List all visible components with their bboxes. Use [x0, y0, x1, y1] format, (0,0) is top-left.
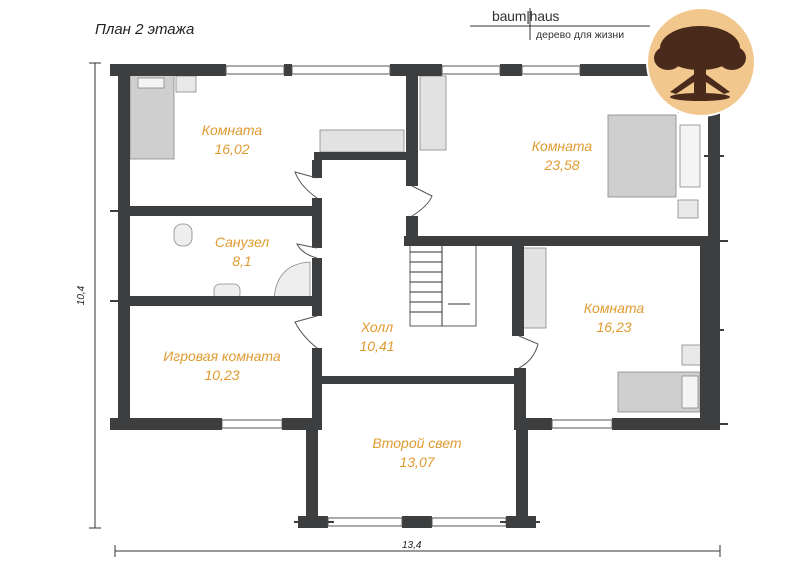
nightstand-room-1 — [175, 75, 197, 93]
bed-room-1 — [129, 74, 175, 160]
room-label-bathroom: Санузел 8,1 — [215, 233, 269, 271]
room-name: Игровая комната — [163, 348, 281, 364]
wardrobe-top — [419, 75, 447, 151]
room-name: Второй свет — [372, 435, 462, 451]
tree-icon — [646, 7, 756, 117]
room-label-playroom: Игровая комната 10,23 — [163, 347, 280, 385]
pillow-room-2 — [679, 124, 701, 188]
room-area: 16,02 — [214, 141, 250, 157]
windows — [221, 65, 613, 527]
width-dimension-label: 13,4 — [402, 540, 422, 551]
brand-slogan: дерево для жизни — [536, 29, 625, 41]
room-area: 13,07 — [399, 454, 435, 470]
window-top-3 — [441, 65, 501, 75]
room-area: 8,1 — [232, 253, 252, 269]
brand-name: baum|haus — [492, 8, 560, 24]
room-name: Санузел — [214, 234, 270, 250]
window-top-2 — [291, 65, 391, 75]
furniture — [129, 74, 703, 413]
room-name: Холл — [360, 319, 394, 335]
window-top-4 — [521, 65, 581, 75]
pillow-room-3 — [681, 375, 699, 409]
room-label-bedroom-1: Комната 16,02 — [202, 121, 262, 159]
height-dimension-line — [89, 62, 101, 529]
wardrobe-room-3 — [521, 247, 547, 329]
window-bottom-left — [221, 419, 283, 429]
height-dimension-label: 10,4 — [76, 285, 88, 306]
bed-room-2 — [607, 114, 677, 198]
window-bottom-right — [551, 419, 613, 429]
plan-title: План 2 этажа — [95, 21, 195, 38]
nightstand-room-2b — [677, 199, 699, 219]
staircase — [409, 241, 477, 327]
room-name: Комната — [531, 138, 593, 154]
room-label-bedroom-3: Комната 16,23 — [584, 299, 644, 337]
room-area: 23,58 — [544, 157, 580, 173]
window-second-light-1 — [327, 517, 403, 527]
room-area: 16,23 — [596, 319, 632, 335]
window-second-light-2 — [431, 517, 507, 527]
toilet — [173, 223, 193, 247]
width-dimension-line — [114, 545, 721, 557]
window-top-1 — [225, 65, 285, 75]
room-label-bedroom-2: Комната 23,58 — [532, 137, 592, 175]
room-area: 10,41 — [359, 338, 395, 354]
room-label-second-light: Второй свет 13,07 — [372, 434, 461, 472]
brand-lines — [470, 8, 650, 40]
room-name: Комната — [583, 300, 645, 316]
room-label-hall: Холл 10,41 — [359, 318, 394, 356]
wardrobe-hall — [319, 129, 405, 153]
room-name: Комната — [201, 122, 263, 138]
shower — [273, 261, 311, 301]
room-area: 10,23 — [204, 367, 240, 383]
pillow-room-1 — [137, 77, 165, 89]
doors — [294, 171, 539, 369]
stair-treads — [410, 242, 470, 326]
nightstand-room-3 — [681, 344, 703, 366]
